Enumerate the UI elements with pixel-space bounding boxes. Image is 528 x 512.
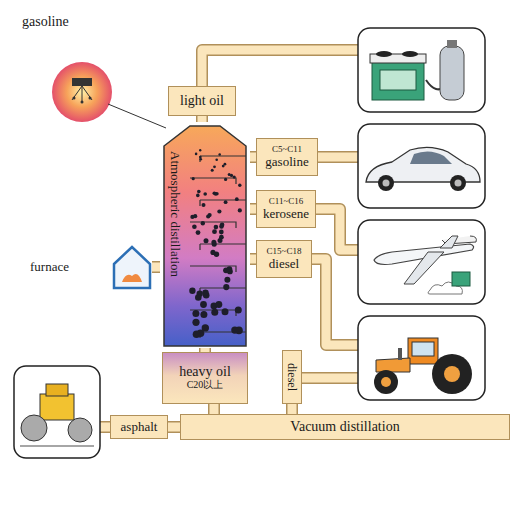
furnace-symbol xyxy=(112,244,152,290)
road-roller xyxy=(20,384,94,446)
node-text: light oil xyxy=(180,94,224,109)
node-text: gasoline xyxy=(265,155,308,169)
node-text: C11~C16 xyxy=(269,197,304,206)
vacuum-band: Vacuum distillation xyxy=(180,414,510,440)
node-text: kerosene xyxy=(263,207,309,221)
node-text: C20以上 xyxy=(187,380,224,391)
furnace: furnace xyxy=(30,244,152,290)
node-text: Atmospheric distillation xyxy=(168,151,182,277)
node-text: C15~C18 xyxy=(267,247,302,256)
light-oil-box: light oil xyxy=(168,86,236,116)
node-text: heavy oil xyxy=(179,365,231,380)
tractor xyxy=(374,338,472,394)
asphalt-box: asphalt xyxy=(110,415,168,439)
node-text: asphalt xyxy=(121,420,158,434)
heavy-oil-box: heavy oilC20以上 xyxy=(162,352,248,404)
car xyxy=(366,147,480,191)
pipe-connector xyxy=(214,404,215,414)
diesel-box: diesel xyxy=(282,350,302,404)
picture-panel xyxy=(14,28,485,458)
pipe-connector xyxy=(168,427,180,428)
kerosene-box: C11~C16kerosene xyxy=(256,190,316,228)
pipe-connector xyxy=(152,267,160,268)
airplane xyxy=(374,236,476,294)
node-text: furnace xyxy=(30,260,69,274)
gasoline-callout xyxy=(52,62,166,128)
diesel-box: C15~C18diesel xyxy=(256,240,312,278)
gasoline-box: C5~C11gasoline xyxy=(256,138,318,176)
distillation-column: Atmospheric distillation xyxy=(160,122,250,348)
node-text: diesel xyxy=(286,363,299,391)
pipe xyxy=(100,50,358,427)
stove xyxy=(370,40,464,100)
pipe-connector xyxy=(202,116,203,122)
node-text: diesel xyxy=(269,257,299,271)
node-text: Vacuum distillation xyxy=(290,420,399,435)
callout-label: gasoline xyxy=(22,14,69,30)
node-text: C5~C11 xyxy=(272,145,302,154)
pipe-connector xyxy=(292,404,293,414)
